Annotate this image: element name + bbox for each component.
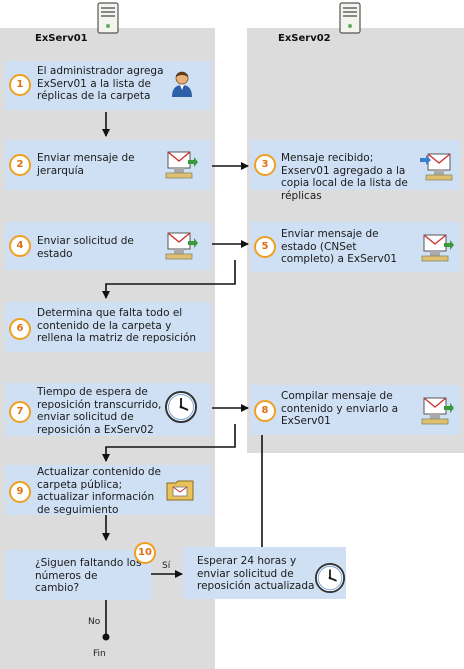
receive-message-icon: [420, 153, 453, 181]
step-number-8: 8: [254, 400, 276, 422]
end-node: [102, 633, 110, 641]
step-number-3: 3: [254, 154, 276, 176]
clock-icon: [314, 562, 346, 594]
step-text-4: Enviar solicitud de estado: [37, 235, 134, 260]
step-number-2: 2: [9, 154, 31, 176]
step-box-10: [5, 550, 151, 600]
send-message-icon: [165, 151, 198, 179]
send-message-icon: [421, 397, 454, 425]
step-number-5: 5: [254, 236, 276, 258]
step-box-3: [250, 140, 460, 190]
step-text-10: ¿Siguen faltando los números de cambio?: [35, 557, 142, 594]
step-box-1: [5, 61, 211, 110]
step-text-1: El administrador agrega ExServ01 a la li…: [37, 65, 164, 102]
label-end: Fin: [93, 649, 106, 659]
server-icon: [97, 2, 119, 34]
lane-title-exserv01: ExServ01: [35, 33, 88, 44]
step-text-9: Actualizar contenido de carpeta pública;…: [37, 466, 161, 516]
step-number-9: 9: [9, 481, 31, 503]
public-folder-icon: [166, 480, 194, 501]
arrow-5-to-6: [102, 260, 236, 299]
step-text-7: Tiempo de espera de reposición transcurr…: [37, 386, 162, 436]
label-yes: Sí: [162, 561, 171, 571]
step-text-8: Compilar mensaje de contenido y enviarlo…: [281, 390, 399, 427]
step-number-1: 1: [9, 74, 31, 96]
step-box-6: [5, 302, 211, 352]
step-number-7: 7: [9, 401, 31, 423]
step-text-6: Determina que falta todo el contenido de…: [37, 307, 197, 344]
lane-title-exserv02: ExServ02: [278, 33, 331, 44]
send-message-icon: [165, 232, 198, 260]
step-text-5: Enviar mensaje de estado (CNSet completo…: [281, 228, 398, 265]
step-text-2: Enviar mensaje de jerarquía: [37, 152, 135, 177]
clock-icon: [165, 391, 197, 423]
user-icon: [172, 71, 192, 97]
server-icon: [339, 2, 361, 34]
step-number-10: 10: [134, 542, 156, 564]
step-number-6: 6: [9, 318, 31, 340]
step-number-4: 4: [9, 235, 31, 257]
send-message-icon: [421, 234, 454, 262]
step-text-3: Mensaje recibido; Exserv01 agregado a la…: [281, 152, 408, 202]
arrow-8-to-9: [102, 424, 236, 462]
label-no: No: [88, 617, 101, 627]
wait-text: Esperar 24 horas y enviar solicitud de r…: [197, 555, 315, 592]
